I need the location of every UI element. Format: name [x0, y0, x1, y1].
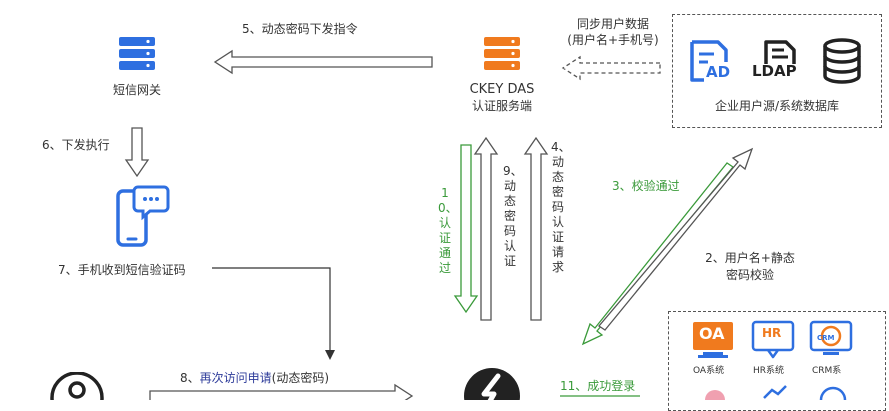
user-icon — [50, 372, 104, 400]
crm-system-text: CRM — [817, 334, 835, 342]
arrow-step8 — [149, 383, 414, 400]
arrow-step9 — [473, 136, 499, 321]
crm-system-icon — [809, 320, 853, 355]
step11-label: 11、成功登录 — [560, 379, 636, 393]
database-icon — [823, 38, 861, 84]
ldap-icon — [764, 40, 796, 64]
smartphone-chat-icon — [116, 185, 170, 247]
ldap-icon-text: LDAP — [752, 62, 797, 80]
step2-label-line2: 密码校验 — [725, 268, 774, 282]
arrow-step2 — [598, 147, 754, 331]
step10-label: 10、认证通过 — [438, 186, 458, 275]
oa-system-icon — [693, 322, 733, 358]
step6-label: 6、下发执行 — [42, 138, 110, 152]
hr-system-label: HR系统 — [753, 366, 785, 376]
step4-label: 4、动态密码认证请求 — [551, 140, 571, 274]
step7-label: 7、手机收到短信验证码 — [58, 263, 186, 277]
system-icon — [819, 386, 847, 400]
crm-system-label: CRM系 — [812, 366, 842, 376]
connector-layer — [124, 49, 754, 400]
step8-prefix: 8、 — [180, 371, 200, 385]
step3-label: 3、校验通过 — [612, 179, 680, 193]
server-icon — [484, 37, 520, 70]
oa-system-text: OA — [699, 324, 725, 343]
step5-label: 5、动态密码下发指令 — [242, 22, 358, 36]
server-icon — [119, 37, 155, 70]
arrow-step4 — [523, 136, 549, 321]
enterprise-db-label: 企业用户源/系统数据库 — [714, 99, 840, 113]
arrow-step7-line — [212, 267, 331, 352]
oa-system-label: OA系统 — [693, 366, 725, 376]
arrow-step1 — [561, 55, 661, 81]
hr-system-text: HR — [762, 326, 782, 340]
arrow-step6 — [124, 127, 150, 178]
ad-icon — [690, 40, 728, 82]
sms-gateway-label: 短信网关 — [112, 83, 161, 97]
step8-suffix: (动态密码) — [271, 371, 330, 385]
step1-label-line1: 同步用户数据 — [576, 17, 649, 31]
step2-label-line1: 2、用户名+静态 — [705, 251, 795, 265]
arrow-step7-head — [325, 350, 335, 360]
system-icon — [763, 385, 787, 399]
ckey-das-subtitle: 认证服务端 — [471, 99, 532, 113]
ckey-logo-icon — [464, 368, 520, 400]
system-icon — [705, 390, 725, 400]
step8-label: 8、再次访问申请(动态密码) — [180, 370, 329, 386]
step8-main: 再次访问申请 — [199, 371, 272, 385]
hr-system-icon — [751, 320, 795, 359]
ad-icon-text: AD — [706, 63, 731, 81]
step9-label: 9、动态密码认证 — [503, 164, 523, 268]
arrow-step10 — [453, 144, 479, 314]
step1-label-line2: (用户名+手机号) — [567, 33, 659, 47]
ckey-das-title: CKEY DAS — [469, 82, 535, 97]
enterprise-db-box — [672, 14, 882, 128]
arrow-step5 — [213, 49, 433, 75]
